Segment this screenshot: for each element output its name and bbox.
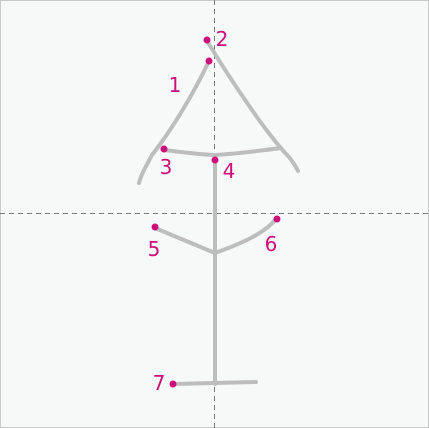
stroke-number-label: 1 xyxy=(169,73,182,97)
stroke-number-label: 2 xyxy=(216,27,229,51)
stroke-number-label: 6 xyxy=(265,232,278,256)
stroke-start-dot-5 xyxy=(151,223,159,231)
stroke-start-dot-4 xyxy=(211,156,219,164)
stroke-number-label: 3 xyxy=(160,155,173,179)
stroke-start-dot-3 xyxy=(160,145,168,153)
start-markers xyxy=(151,36,281,388)
stroke-path-5 xyxy=(153,226,217,255)
stroke-number-label: 7 xyxy=(153,371,166,395)
character-strokes xyxy=(137,39,300,386)
stroke-start-dot-1 xyxy=(205,57,213,65)
stroke-path-7 xyxy=(171,380,258,386)
stroke-path-1 xyxy=(137,59,211,185)
stroke-path-3 xyxy=(162,146,283,157)
stroke-path-2 xyxy=(205,39,300,173)
stroke-number-labels: 1 2 3 4 5 6 7 xyxy=(148,27,278,395)
stroke-number-label: 5 xyxy=(148,237,161,261)
stroke-start-dot-2 xyxy=(203,36,211,44)
stroke-number-label: 4 xyxy=(223,159,236,183)
stroke-path-6 xyxy=(213,217,278,255)
stroke-start-dot-6 xyxy=(273,215,281,223)
stroke-start-dot-7 xyxy=(169,380,177,388)
